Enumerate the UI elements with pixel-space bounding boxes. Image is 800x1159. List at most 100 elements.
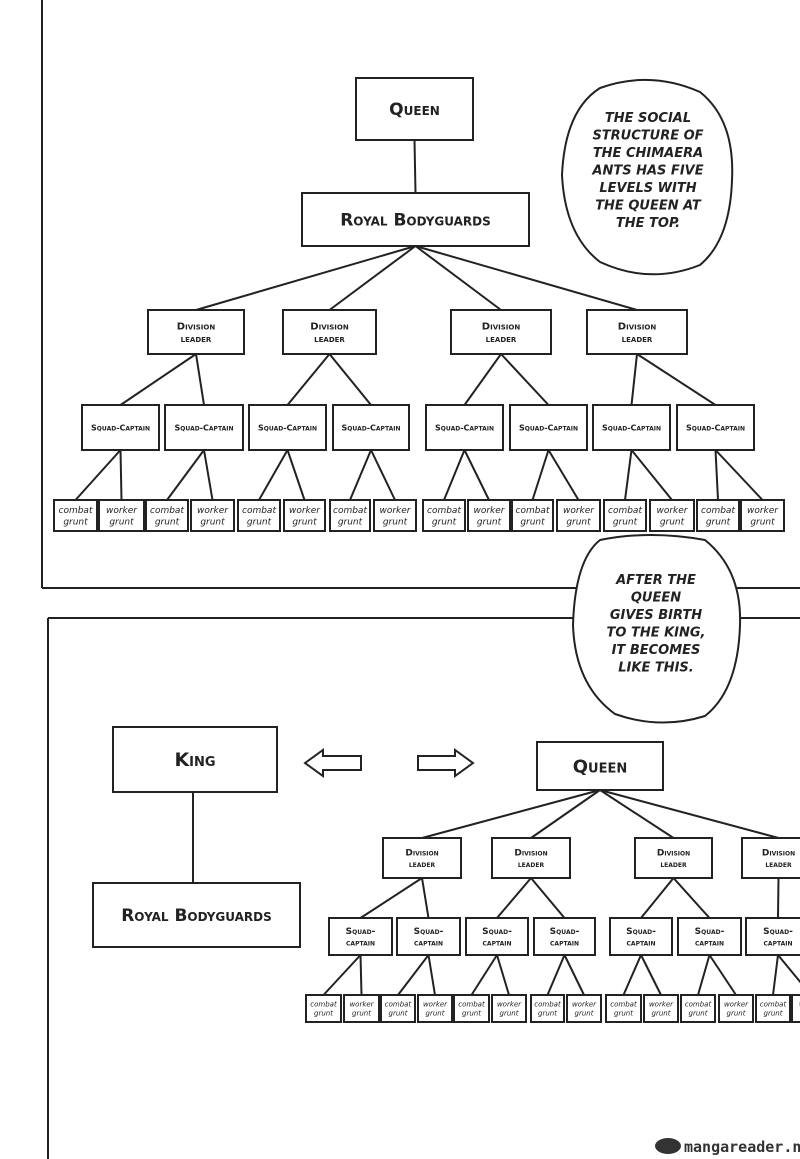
division-leader-box-frame xyxy=(382,837,462,879)
squad-captain-box: Squad-captain xyxy=(465,917,529,956)
squad-captain-box: Squad-Captain xyxy=(332,404,410,451)
worker-grunt-box-label: worker xyxy=(656,506,688,516)
worker-grunt-box-label: worker xyxy=(473,506,505,516)
combat-grunt-box-label: grunt xyxy=(538,1009,557,1017)
combat-grunt-box-label: combat xyxy=(685,1001,712,1009)
squad-captain-box-frame xyxy=(332,404,410,451)
squad-captain-box-label: Squad-Captain xyxy=(686,423,745,432)
combat-grunt-box-label: grunt xyxy=(462,1009,481,1017)
royal-bodyguards-box: Royal Bodyguards xyxy=(92,882,301,948)
division-leader-box-label: leader xyxy=(660,860,687,870)
connector-line xyxy=(546,954,566,996)
speech-bubble-middle-text: LIKE THIS. xyxy=(618,661,694,676)
worker-grunt-box-label: grunt xyxy=(750,517,775,527)
worker-grunt-box-label: worker xyxy=(497,1001,522,1009)
combat-grunt-box-label: grunt xyxy=(314,1009,333,1017)
connector-line xyxy=(530,789,601,839)
speech-bubble-middle-text: GIVES BIRTH xyxy=(610,608,702,623)
squad-captain-box: Squad-Captain xyxy=(81,404,160,451)
connector-line xyxy=(74,449,122,501)
combat-grunt-box-label: grunt xyxy=(338,517,363,527)
connector-line xyxy=(640,877,675,919)
worker-grunt-box-label: grunt xyxy=(352,1009,371,1017)
combat-grunt-box-frame xyxy=(696,499,740,532)
royal-bodyguards-box-label: Royal Bodyguards xyxy=(340,210,491,230)
combat-grunt-box-label: combat xyxy=(608,506,642,516)
connector-line xyxy=(322,954,362,996)
connector-line xyxy=(195,245,416,311)
combat-grunt-box-label: combat xyxy=(534,1001,561,1009)
combat-grunt-box-label: grunt xyxy=(155,517,180,527)
combat-grunt-box-frame xyxy=(603,499,647,532)
worker-grunt-box-frame xyxy=(491,994,527,1023)
worker-grunt-box-label: grunt xyxy=(727,1009,746,1017)
connector-line xyxy=(624,449,633,501)
queen-box-label: Queen xyxy=(573,756,628,777)
connector-line xyxy=(500,353,550,406)
squad-captain-box: Squad-captain xyxy=(609,917,673,956)
speech-bubble-top-text: THE CHIMAERA xyxy=(593,146,703,161)
squad-captain-box-label: Squad-Captain xyxy=(175,423,234,432)
queen-box: Queen xyxy=(536,741,664,791)
speech-bubble-top-text: ANTS HAS FIVE xyxy=(591,164,703,179)
combat-grunt-box-label: grunt xyxy=(764,1009,783,1017)
worker-grunt-box-label: grunt xyxy=(660,517,685,527)
connector-line xyxy=(672,877,711,919)
division-leader-box-label: leader xyxy=(622,334,653,345)
combat-grunt-box-label: grunt xyxy=(614,1009,633,1017)
connector-line xyxy=(640,954,662,996)
king-box-label: King xyxy=(174,749,215,771)
connector-line xyxy=(203,449,214,501)
combat-grunt-box-label: combat xyxy=(242,506,276,516)
combat-grunt-box-label: grunt xyxy=(689,1009,708,1017)
connector-line xyxy=(530,877,566,919)
connector-line xyxy=(496,877,532,919)
connector-line xyxy=(397,954,430,996)
connector-line xyxy=(547,449,580,501)
squad-captain-box: Squad-captain xyxy=(328,917,393,956)
worker-grunt-box-label: worker xyxy=(379,506,411,516)
worker-grunt-box-frame xyxy=(190,499,235,532)
connector-line xyxy=(496,954,510,996)
combat-grunt-box-frame xyxy=(145,499,189,532)
combat-grunt-box-frame xyxy=(53,499,98,532)
speech-bubble-top-text: THE SOCIAL xyxy=(605,111,691,126)
worker-grunt-box-frame xyxy=(283,499,326,532)
right-arrow-icon xyxy=(417,748,475,778)
connector-line xyxy=(697,954,711,996)
division-leader-box-label: leader xyxy=(314,334,345,345)
queen-box-label: Queen xyxy=(389,100,440,120)
combat-grunt-box-label: grunt xyxy=(613,517,638,527)
connector-line xyxy=(370,449,396,501)
worker-grunt-box-label: worker xyxy=(799,1001,800,1009)
squad-captain-box: Squad-Captain xyxy=(509,404,588,451)
speech-bubble-middle-text: TO THE KING, xyxy=(607,626,706,641)
worker-grunt-box-label: worker xyxy=(649,1001,674,1009)
combat-grunt-box-label: combat xyxy=(701,506,735,516)
squad-captain-box-label: captain xyxy=(695,938,724,948)
squad-captain-box: Squad-Captain xyxy=(592,404,671,451)
speech-bubble-middle-text: QUEEN xyxy=(631,591,681,606)
combat-grunt-box-label: grunt xyxy=(389,1009,408,1017)
squad-captain-box: Squad-captain xyxy=(677,917,742,956)
speech-bubble-top-text: THE QUEEN AT xyxy=(595,199,702,214)
combat-grunt-box-label: combat xyxy=(385,1001,412,1009)
squad-captain-box: Squad-Captain xyxy=(164,404,244,451)
